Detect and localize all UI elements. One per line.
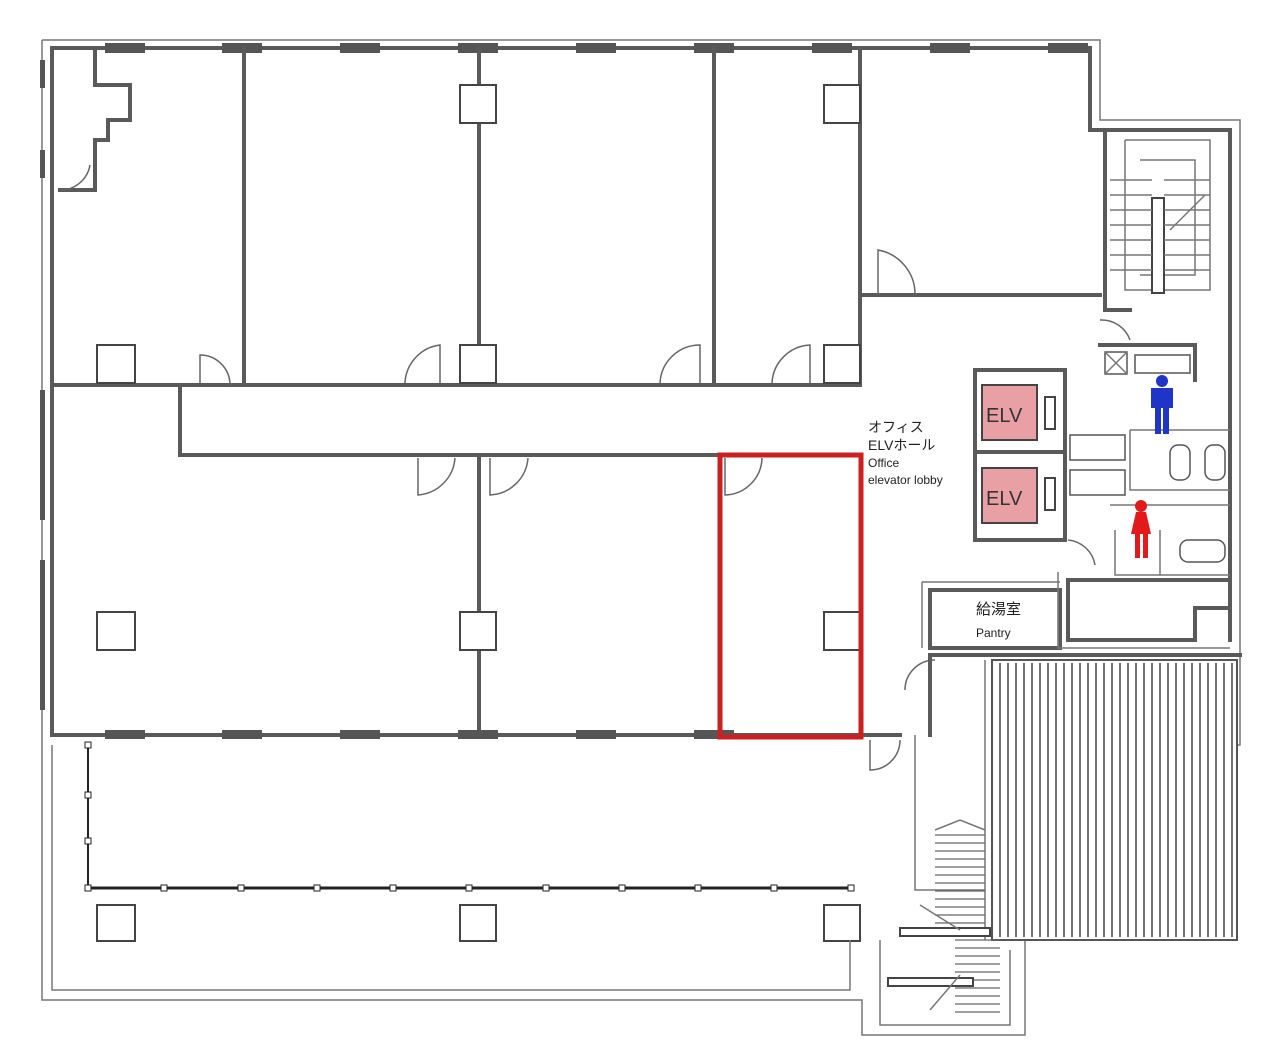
storage-right bbox=[1057, 572, 1230, 649]
lobby-jp-line1: オフィス bbox=[868, 419, 924, 435]
stairwell-north bbox=[1099, 128, 1211, 341]
terrace bbox=[51, 741, 855, 991]
lobby-label: オフィス ELVホール Office elevator lobby bbox=[868, 419, 943, 487]
stairwell-south bbox=[879, 735, 1011, 1026]
pantry-room bbox=[921, 581, 1062, 650]
pantry-jp-label: 給湯室 bbox=[976, 601, 1021, 618]
doors bbox=[59, 164, 936, 771]
elevator-2-label: ELV bbox=[986, 488, 1023, 510]
elevator-1 bbox=[981, 384, 1056, 441]
highlighted-unit[interactable] bbox=[717, 452, 864, 740]
lower-rooms bbox=[50, 453, 902, 737]
elevator-1-label: ELV bbox=[986, 405, 1023, 427]
pantry-en-label: Pantry bbox=[976, 626, 1011, 640]
elevator-2 bbox=[981, 467, 1056, 524]
lobby-jp-line2: ELVホール bbox=[868, 437, 935, 453]
louver-area bbox=[928, 653, 1242, 941]
corridor bbox=[178, 383, 862, 457]
lobby-en-line2: elevator lobby bbox=[868, 473, 943, 487]
lobby-en-line1: Office bbox=[868, 456, 899, 470]
upper-rooms bbox=[50, 46, 1102, 387]
left-wall-ticks bbox=[40, 60, 45, 710]
restroom-block bbox=[1069, 343, 1232, 642]
structural-columns bbox=[96, 84, 861, 942]
lower-windows bbox=[105, 730, 734, 739]
female-restroom-icon bbox=[1131, 500, 1151, 558]
elevator-bank bbox=[973, 368, 1067, 542]
male-restroom-icon bbox=[1151, 375, 1173, 434]
top-windows bbox=[105, 43, 1088, 53]
